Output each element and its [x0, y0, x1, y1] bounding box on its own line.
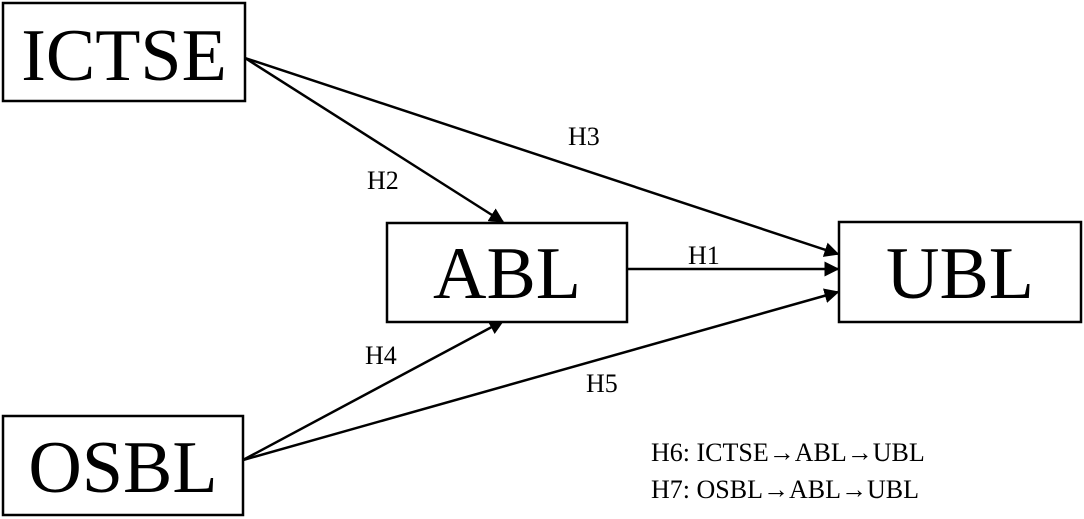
node-ubl-box [837, 220, 1083, 324]
node-ubl: UBL [837, 220, 1083, 324]
edge-label-h1: H1 [688, 241, 720, 270]
node-osbl: OSBL [1, 414, 245, 517]
node-ictse-label: ICTSE [21, 15, 227, 97]
edge-label-h2: H2 [367, 166, 399, 195]
node-abl-label: ABL [433, 233, 581, 315]
node-osbl-label: OSBL [28, 427, 217, 509]
node-abl: ABL [385, 221, 629, 324]
edge-h3-ictse-to-ubl [244, 56, 840, 257]
node-ubl-label: UBL [886, 233, 1034, 315]
edge-h4-osbl-to-abl [242, 319, 505, 462]
edge-h2-ictse-to-abl [244, 56, 505, 224]
edge-h5-osbl-to-ubl [242, 288, 840, 462]
node-ictse: ICTSE [1, 1, 247, 103]
node-abl-box [385, 221, 629, 324]
edge-label-h4: H4 [365, 341, 397, 370]
note-h7: H7: OSBL→ABL→UBL [651, 475, 919, 504]
note-h6: H6: ICTSE→ABL→UBL [651, 438, 925, 467]
edge-label-h5: H5 [586, 369, 618, 398]
node-ictse-box [1, 1, 247, 103]
edge-label-h3: H3 [568, 122, 600, 151]
node-osbl-box [1, 414, 245, 517]
